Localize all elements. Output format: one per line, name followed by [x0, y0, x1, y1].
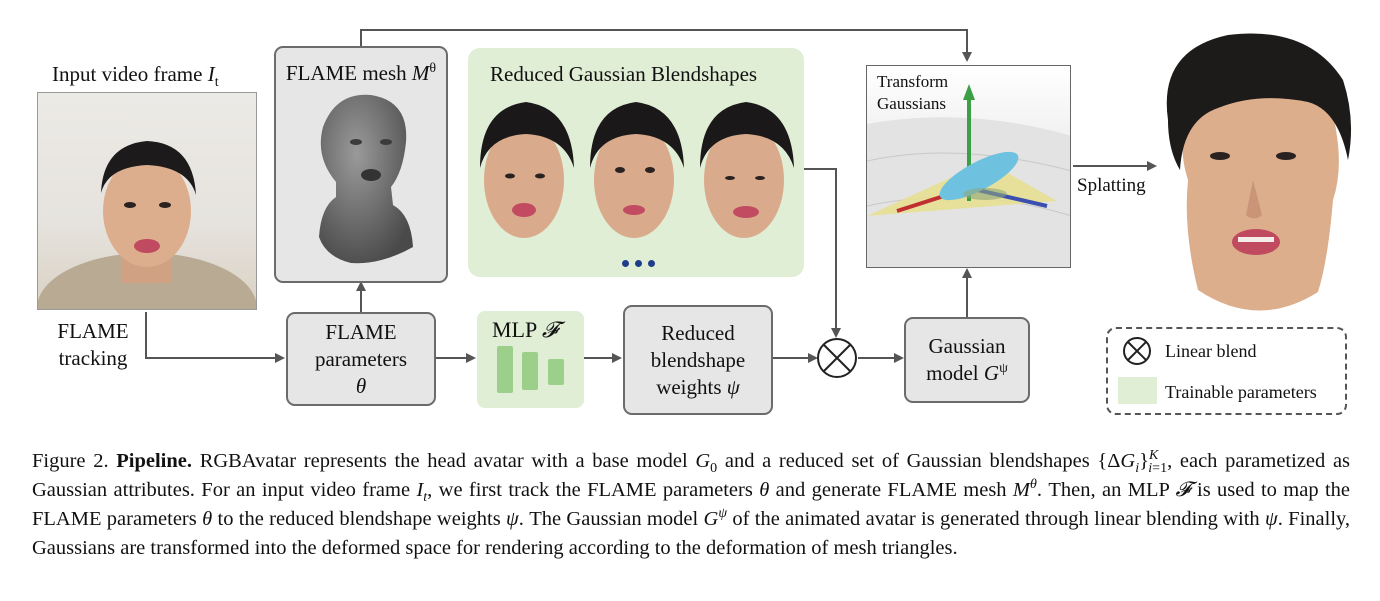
flame-mesh-title: FLAME mesh Mθ [285, 61, 437, 85]
ellipsis-dot-3 [648, 260, 655, 267]
legend-blend-label: Linear blend [1165, 341, 1257, 361]
gaussian-model-box: Gaussian model Gψ [904, 317, 1030, 403]
ellipsis-dot-1 [622, 260, 629, 267]
blendshape-head-2 [590, 102, 684, 238]
legend-trainable-label: Trainable parameters [1165, 382, 1317, 402]
legend-blend-icon [1123, 337, 1151, 365]
input-frame-image [37, 92, 257, 310]
legend-trainable-swatch [1118, 377, 1157, 404]
flame-parameters-box: FLAME parameters θ [286, 312, 436, 406]
mlp-bar-3 [548, 359, 564, 385]
flame-mesh-box: FLAME mesh Mθ [274, 46, 448, 283]
blendshapes-title: Reduced Gaussian Blendshapes [490, 62, 758, 86]
mlp-bar-1 [497, 346, 513, 393]
blendshape-heads [480, 102, 794, 238]
splatting-label: Splatting [1077, 175, 1146, 196]
output-render [1166, 33, 1352, 311]
connector-lines [145, 29, 1157, 378]
figure-caption: Figure 2. Pipeline. RGBAvatar represents… [32, 448, 1351, 559]
ellipsis-dot-2 [635, 260, 642, 267]
blendshape-head-1 [480, 102, 574, 238]
flame-tracking-label: FLAME tracking [57, 319, 129, 370]
legend-box [1106, 327, 1347, 415]
linear-blend-icon [817, 338, 857, 378]
mlp-bar-2 [522, 352, 538, 390]
mlp-label: MLP 𝓕 [492, 317, 559, 342]
input-frame-title: Input video frame It [52, 62, 219, 91]
transform-label: Transform Gaussians [877, 72, 949, 113]
blendshape-head-3 [700, 102, 794, 238]
transform-illustration [867, 84, 1070, 267]
blendshape-weights-box: Reduced blendshape weights ψ [623, 305, 773, 415]
mesh-head-icon [319, 94, 413, 264]
transform-panel [866, 65, 1071, 268]
